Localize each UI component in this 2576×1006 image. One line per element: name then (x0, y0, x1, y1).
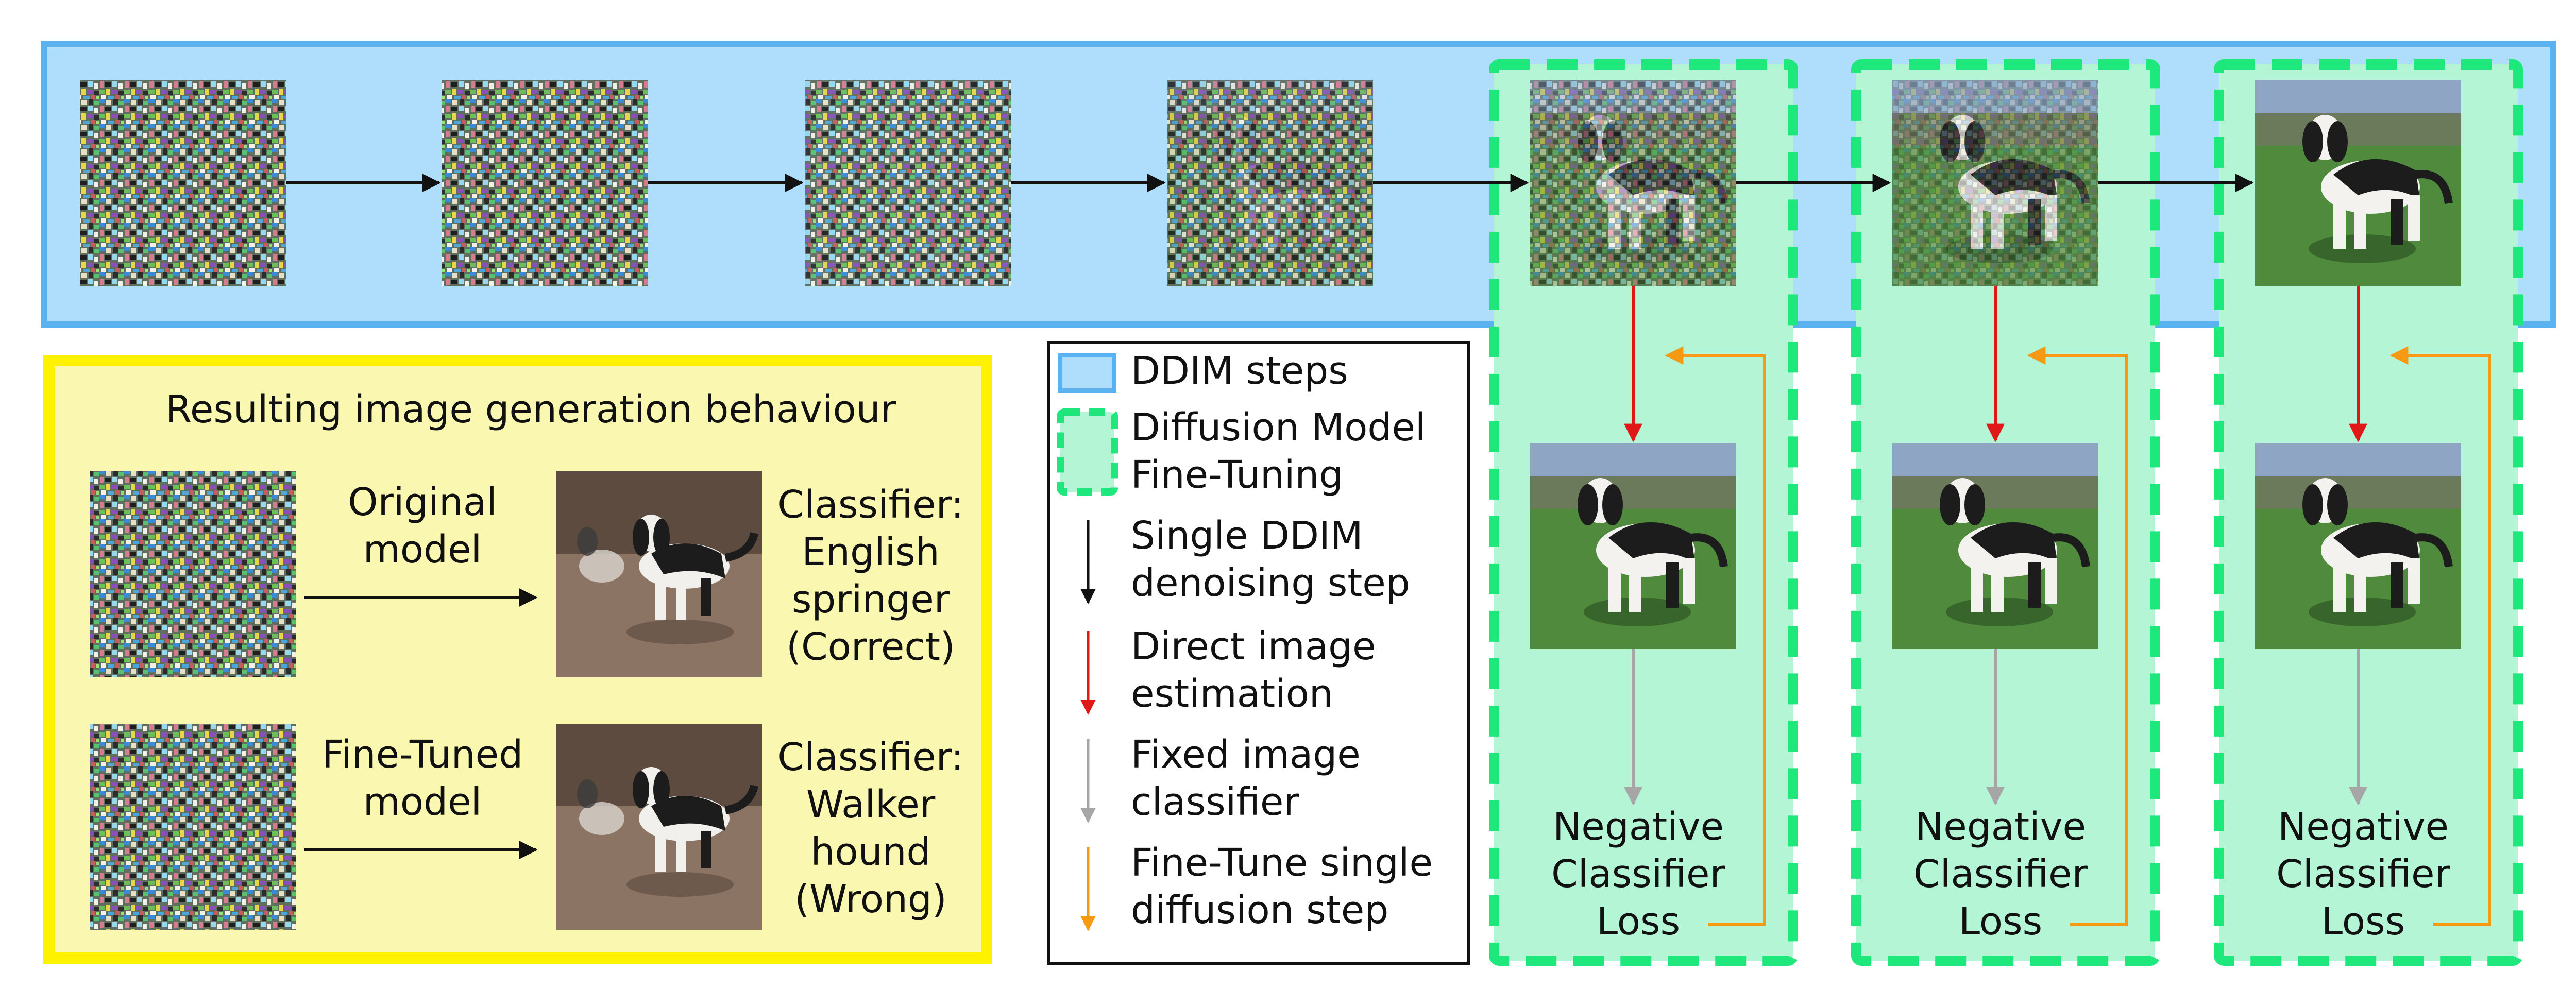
generated-dog-image (556, 471, 762, 677)
legend-label-line: estimation (1131, 672, 1333, 716)
classifier-result-label-line: Classifier: (777, 735, 963, 779)
noise-overlay (80, 80, 286, 286)
legend-swatch-ddim (1058, 353, 1116, 393)
noisy-dog-image-step-5 (1530, 80, 1736, 286)
noise-overlay (1530, 80, 1736, 286)
clean-dog-image-step-7 (2255, 80, 2461, 286)
classifier-result-label-line: (Correct) (786, 625, 955, 669)
negative-classifier-loss-label-line: Classifier (2276, 852, 2450, 896)
negative-classifier-loss-label-line: Classifier (1551, 852, 1725, 896)
legend-label-line: Fixed image (1131, 732, 1361, 777)
noise-overlay (805, 80, 1011, 286)
legend-swatch-finetune (1057, 408, 1118, 496)
model-label-line: Fine-Tuned (322, 732, 523, 777)
negative-classifier-loss-label-line: Negative (1915, 805, 2086, 849)
negative-classifier-loss-label-line: Loss (1959, 899, 2042, 944)
legend-label-line: diffusion step (1131, 888, 1388, 932)
classifier-result-label-line: hound (811, 830, 931, 874)
model-label-line: model (363, 780, 482, 824)
behaviour-title: Resulting image generation behaviour (165, 387, 896, 432)
legend-label-line: Fine-Tuning (1131, 453, 1343, 497)
noise-overlay (442, 80, 648, 286)
negative-classifier-loss-label-line: Loss (1597, 899, 1680, 944)
finetune-feedback-arrow (1665, 346, 1766, 926)
finetune-feedback-arrow (2027, 346, 2128, 926)
negative-classifier-loss-label-line: Classifier (1913, 852, 2088, 896)
pure-noise-image (80, 80, 286, 286)
legend-label: DDIM steps (1131, 349, 1348, 393)
dog-picture (2255, 443, 2461, 649)
legend-box (1047, 341, 1470, 965)
noise-input-image (90, 724, 296, 930)
legend-label-line: denoising step (1131, 561, 1410, 605)
legend-label-line: Direct image (1131, 624, 1376, 669)
noisy-dog-image-step-6 (1892, 80, 2098, 286)
model-label-line: Original (348, 480, 497, 524)
noise-input-image (90, 471, 296, 677)
model-label-line: model (363, 527, 482, 572)
generated-dog-image (556, 724, 762, 930)
finetune-feedback-arrow (2389, 346, 2491, 926)
negative-classifier-loss-label-line: Negative (2278, 805, 2449, 849)
estimated-dog-image (2255, 443, 2461, 649)
negative-classifier-loss-label-line: Loss (2321, 899, 2405, 944)
estimated-dog-image (1892, 443, 2098, 649)
classifier-result-label-line: Walker (806, 782, 936, 827)
dog-picture (1892, 443, 2098, 649)
estimated-dog-image (1530, 443, 1736, 649)
classifier-result-label-line: springer (792, 577, 950, 622)
noise-overlay (1892, 80, 2098, 286)
legend-label-line: DDIM steps (1131, 349, 1348, 393)
legend-item: DDIM steps (1058, 349, 1348, 393)
noisy-image-step-4 (1167, 80, 1373, 286)
legend-label-line: Fine-Tune single (1131, 841, 1433, 885)
classifier-result-label-line: Classifier: (777, 483, 963, 527)
legend-label-line: classifier (1131, 780, 1299, 824)
noise-overlay (1167, 80, 1373, 286)
classifier-result-label-line: (Wrong) (794, 877, 947, 922)
dog-picture (1530, 443, 1736, 649)
classifier-result-label-line: English (802, 530, 939, 574)
noisy-image-step-3 (805, 80, 1011, 286)
legend-label-line: Single DDIM (1131, 514, 1363, 558)
legend-label-line: Diffusion Model (1131, 405, 1426, 450)
noisy-image-step-2 (442, 80, 648, 286)
negative-classifier-loss-label-line: Negative (1553, 805, 1724, 849)
